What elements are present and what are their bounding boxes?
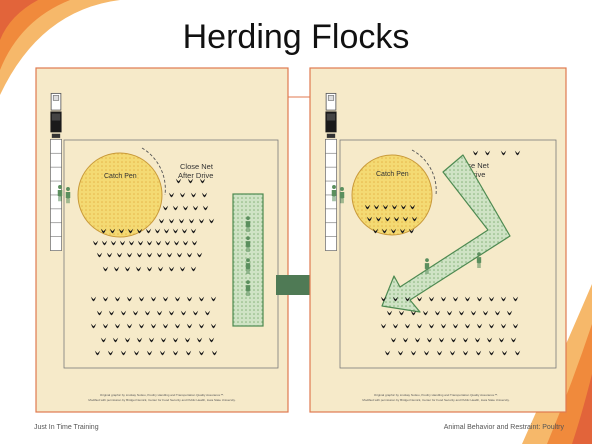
barn-floor: [63, 139, 279, 369]
catch-pen-label: Catch Pen: [104, 173, 137, 180]
diagram-after: Catch Pen Close Net After Drive Original…: [288, 67, 567, 413]
diagram-before: Catch Pen Close Net After Drive Original…: [35, 67, 289, 413]
truck-icon: [49, 92, 63, 252]
catch-pen: [77, 152, 163, 238]
diagram-panel: [309, 67, 567, 413]
barn-floor: [339, 139, 557, 369]
catch-pen-label: Catch Pen: [376, 171, 409, 178]
corner-decoration-bottom-right: [522, 284, 592, 444]
credit-line-1: Original graphic by Lindsay Nuttoo, Poul…: [100, 393, 224, 397]
net-label-line2: After Drive: [178, 171, 213, 180]
catch-pen: [351, 154, 433, 236]
net-label-line1: Close Net: [180, 162, 214, 171]
footer-right: Animal Behavior and Restraint: Poultry: [443, 424, 564, 431]
corner-decoration-top-left: [0, 0, 120, 95]
truck-icon: [324, 92, 338, 252]
credit-line-1: Original graphic by Lindsay Nuttoo, Poul…: [374, 393, 498, 397]
slide-title: Herding Flocks: [182, 18, 410, 56]
herding-path-arrow: [381, 154, 511, 313]
credit-line-2: Modified with permission by Bridget Nemi…: [88, 398, 235, 402]
net-label-line1: Close Net: [456, 161, 490, 170]
footer-left: Just In Time Training: [34, 424, 99, 431]
credit-line-2: Modified with permission by Bridget Nemi…: [362, 398, 509, 402]
